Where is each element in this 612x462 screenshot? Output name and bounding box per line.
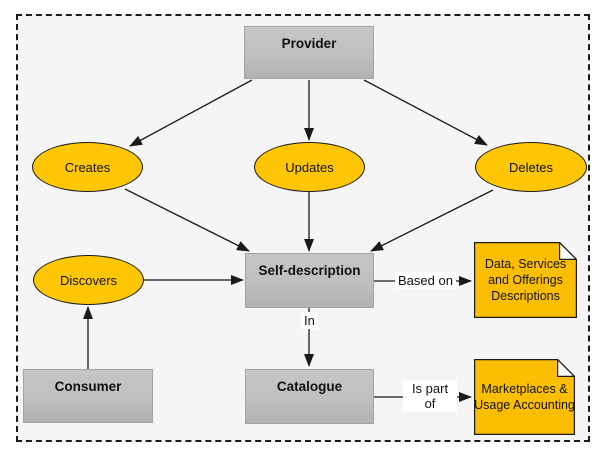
node-self-description: Self-description	[245, 253, 374, 308]
note-marketplaces-usage: Marketplaces & Usage Accounting	[474, 359, 575, 435]
note-shape	[474, 242, 577, 318]
node-discovers-label: Discovers	[59, 272, 118, 288]
folded-corner-icon	[558, 242, 577, 260]
node-consumer: Consumer	[23, 369, 153, 423]
node-updates-label: Updates	[285, 159, 334, 175]
note-shape	[474, 359, 575, 435]
note-data-services-offerings-text: Data, Services and Offerings Description…	[484, 257, 567, 303]
node-provider: Provider	[244, 26, 374, 79]
edge-label-in: In	[301, 312, 318, 329]
note-marketplaces-usage-text: Marketplaces & Usage Accounting	[474, 382, 575, 412]
node-updates: Updates	[254, 142, 365, 192]
note-data-services-offerings: Data, Services and Offerings Description…	[474, 242, 577, 318]
node-discovers: Discovers	[33, 255, 144, 305]
node-deletes-label: Deletes	[508, 159, 554, 175]
node-catalogue: Catalogue	[245, 369, 374, 424]
folded-corner-icon	[556, 359, 575, 377]
node-creates-label: Creates	[64, 159, 111, 175]
node-deletes: Deletes	[475, 142, 587, 192]
edge-label-based-on: Based on	[395, 272, 456, 289]
node-creates: Creates	[32, 142, 143, 192]
edge-label-is-part-of: Is part of	[403, 380, 457, 412]
